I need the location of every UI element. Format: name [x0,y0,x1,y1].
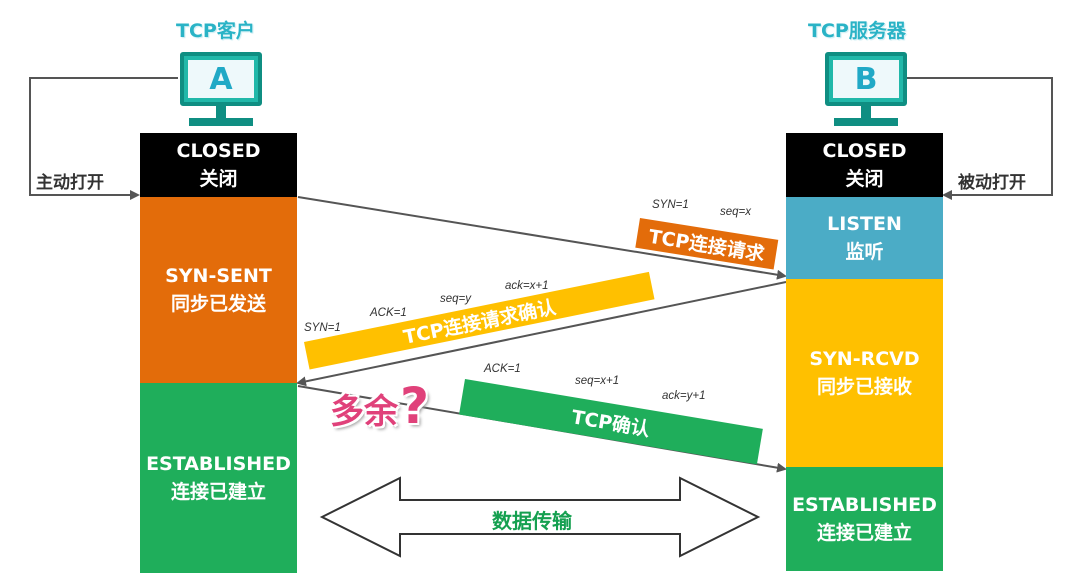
state-name: CLOSED [176,140,261,162]
monitor-icon: B [825,52,907,128]
state-cn: 同步已接收 [816,376,912,398]
server-state-listen: LISTEN 监听 [786,197,943,279]
server-state-established: ESTABLISHED 连接已建立 [786,467,943,571]
client-letter: A [209,61,233,97]
server-state-closed: CLOSED 关闭 [786,133,943,197]
server-title: TCP服务器 [808,20,906,42]
state-name: ESTABLISHED [792,494,937,516]
monitor-icon: A [180,52,262,128]
client-open-loop [29,77,178,200]
state-name: LISTEN [827,213,902,235]
question-mark: ? [400,377,430,435]
server-state-syn-rcvd: SYN-RCVD 同步已接收 [786,279,943,467]
state-cn: 关闭 [199,168,238,190]
synack-arrow [296,281,787,387]
state-name: CLOSED [822,140,907,162]
redundant-annotation: 多余 ? [330,377,429,435]
syn-param-syn: SYN=1 [652,199,689,211]
data-transfer-arrow [319,476,761,558]
data-transfer-label: 数据传输 [492,509,572,533]
state-cn: 连接已建立 [170,481,266,503]
syn-arrow [297,196,787,280]
synack-param-seq: seq=y [440,293,472,305]
ack-param-seq: seq=x+1 [575,375,620,387]
passive-open-label: 被动打开 [958,173,1026,193]
syn-param-seq: seq=x [720,206,752,218]
client-state-syn-sent: SYN-SENT 同步已发送 [140,197,297,383]
synack-param-ack: ACK=1 [370,307,407,319]
client-state-closed: CLOSED 关闭 [140,133,297,197]
state-cn: 关闭 [845,168,884,190]
state-cn: 连接已建立 [816,522,912,544]
annotation-text: 多余 [330,392,398,432]
state-cn: 同步已发送 [170,293,266,315]
ack-param-acknum: ack=y+1 [662,390,706,402]
state-name: SYN-RCVD [809,348,920,370]
synack-param-acknum: ack=x+1 [505,280,549,292]
client-title: TCP客户 [176,20,255,42]
ack-param-ack: ACK=1 [484,363,521,375]
state-cn: 监听 [845,241,884,263]
state-name: ESTABLISHED [146,453,291,475]
server-letter: B [854,61,878,97]
client-state-established: ESTABLISHED 连接已建立 [140,383,297,573]
active-open-label: 主动打开 [36,173,104,193]
server-open-loop [900,77,1053,200]
synack-param-syn: SYN=1 [304,322,341,334]
state-name: SYN-SENT [165,265,272,287]
